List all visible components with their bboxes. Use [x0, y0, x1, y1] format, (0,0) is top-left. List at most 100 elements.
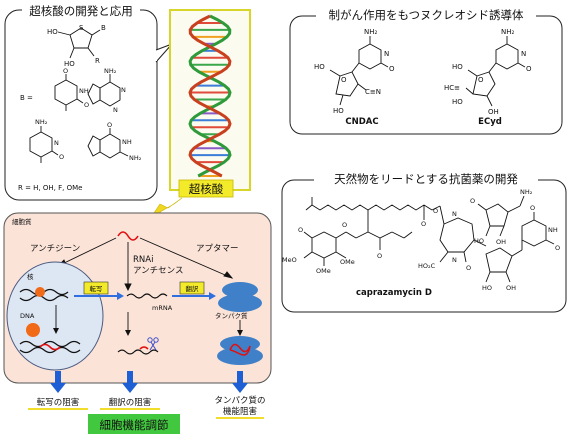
cap-co2h: HO₂C [418, 262, 436, 270]
helix-backbone [188, 14, 232, 178]
outcome-arrows [50, 371, 248, 393]
cytosine-n: N [54, 139, 59, 147]
guanine-nh: NH [122, 138, 132, 146]
cytosine-structure [29, 126, 59, 163]
guanine-o: O [107, 121, 112, 129]
cap-o-carbonyl: O [421, 220, 426, 228]
protein-label: タンパク質 [215, 311, 248, 320]
outcome-protein-line1: タンパク質の [214, 395, 265, 406]
cytoplasm-label: 細胞質 [12, 217, 32, 226]
ecyd-hc: HC≡ [444, 84, 460, 92]
cndac-nh2: NH₂ [364, 28, 378, 36]
cap-nh2: NH₂ [520, 188, 533, 196]
translation-label: 翻訳 [186, 284, 200, 293]
ecyd-nh2: NH₂ [501, 28, 515, 36]
r-equals-label: R = H, OH, F, OMe [18, 184, 82, 192]
ecyd-oh: OH [488, 108, 499, 116]
cndac-structure [329, 36, 389, 106]
antibacterial-panel: 天然物をリードとする抗菌薬の開発 [281, 172, 567, 313]
transcription-label: 転写 [90, 285, 103, 293]
cap-ome-2: OMe [316, 267, 331, 275]
mrna-label: mRNA [152, 304, 173, 312]
cap-o-lactam: O [466, 264, 471, 272]
cap-ho: HO [474, 237, 484, 245]
outcome-transcription-inhibition: 転写の阻害 [37, 397, 80, 408]
cytosine-nh2: NH₂ [35, 118, 48, 126]
ecyd-o: O [526, 65, 532, 73]
polymerase-top [35, 287, 45, 297]
cndac-name: CNDAC [345, 117, 378, 127]
cap-o-ester: O [433, 207, 438, 215]
cap-ring-o: O [298, 226, 303, 234]
outcome-underline-1 [28, 408, 88, 410]
super-nucleic-label-bg [178, 179, 234, 198]
super-nucleic-label: 超核酸 [189, 182, 224, 196]
outcome-underline-3 [216, 417, 264, 419]
caprazamycin-structure [303, 195, 555, 283]
cndac-ring-o: O [341, 76, 347, 84]
cytosine-o: O [59, 153, 64, 161]
polymerase-bottom [26, 323, 40, 337]
double-helix [188, 14, 232, 178]
adenine-nh2: NH₂ [104, 67, 117, 75]
antisense-label: アンチセンス [133, 266, 184, 276]
cndac-ho2: HO [333, 107, 344, 115]
rnai-label: RNAi [133, 255, 153, 265]
triplex-strand [39, 343, 61, 351]
guanine-nh2: NH₂ [129, 154, 142, 162]
protein-top [222, 282, 258, 298]
nucleic-panel-frame [4, 9, 158, 201]
guanine-structure [87, 128, 129, 159]
aptamer-bound [229, 343, 251, 356]
cap-meo: MeO [282, 256, 297, 264]
antigene-label: アンチジーン [30, 244, 80, 254]
cap-ho-2: HO [482, 284, 492, 292]
cap-o-link: O [342, 221, 347, 229]
cap-o-acid: O [377, 252, 382, 260]
cap-oh-1: OH [496, 238, 506, 246]
cap-uracil-o1: O [530, 204, 535, 212]
adenine-n3: N [113, 106, 118, 114]
helix-illustration: 超核酸 [147, 9, 251, 223]
dna-strand-4 [19, 346, 81, 354]
adenine-structure [87, 74, 121, 107]
regulation-box [88, 414, 180, 434]
protein2-bottom [217, 347, 263, 365]
antibacterial-panel-title: 天然物をリードとする抗菌薬の開発 [334, 172, 518, 186]
cap-uracil-o2: O [555, 244, 560, 252]
dna-strand-3 [19, 340, 81, 348]
protein-bottom [218, 294, 262, 312]
sulfur-label: S [79, 24, 84, 32]
nucleic-panel: 超核酸の開発と応用 HO S B R HO B = O NH O [4, 4, 173, 201]
cap-oh-2: OH [506, 284, 516, 292]
dna-label: DNA [20, 312, 35, 320]
cap-ome-1: OMe [340, 258, 355, 266]
oligo-strand [117, 231, 139, 241]
r-sub-label: R [95, 57, 100, 65]
cleaved-mrna [117, 349, 159, 355]
outcome-translation-inhibition: 翻訳の阻害 [109, 397, 152, 408]
anticancer-panel: 制がん作用をもつヌクレオシド誘導体 NH₂ N O HO O C≡N HO CN… [289, 8, 563, 135]
ecyd-ho2: HO [452, 98, 463, 106]
aptamer-label: アプタマー [196, 244, 239, 254]
cndac-n: N [384, 50, 389, 58]
thio-sugar-structure [57, 27, 101, 59]
ecyd-structure [465, 36, 526, 107]
ecyd-name: ECyd [478, 117, 502, 127]
regulation-label: 細胞機能調節 [100, 418, 169, 432]
anticancer-title-bg [316, 8, 536, 22]
uracil-o1: O [63, 67, 68, 75]
transcription-badge [83, 281, 109, 295]
nucleic-panel-title: 超核酸の開発と応用 [29, 4, 133, 18]
cndac-o: O [389, 65, 395, 73]
cap-uracil-nh: NH [548, 226, 558, 234]
nucleic-title-bg [22, 4, 140, 18]
anticancer-panel-title: 制がん作用をもつヌクレオシド誘導体 [328, 8, 524, 22]
dna-strand-2 [19, 294, 69, 302]
uracil-structure [54, 74, 84, 111]
nucleus-label: 核 [27, 272, 34, 281]
helix-backbone [188, 14, 232, 178]
uracil-nh: NH [79, 87, 89, 95]
mrna-strand [126, 293, 168, 299]
outcome-underline-2 [100, 408, 160, 410]
